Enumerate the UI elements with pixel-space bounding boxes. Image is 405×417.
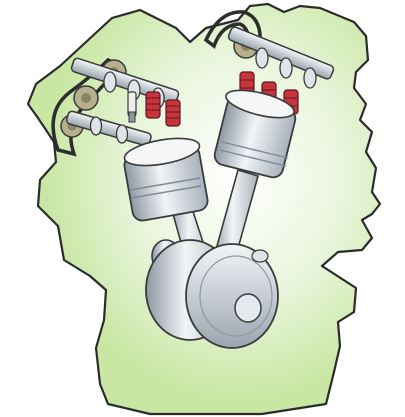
crankshaft-icon xyxy=(146,240,278,348)
spark-plug-icon xyxy=(128,92,136,122)
sprocket-left-upper xyxy=(74,86,98,110)
piston-icon xyxy=(122,134,209,223)
